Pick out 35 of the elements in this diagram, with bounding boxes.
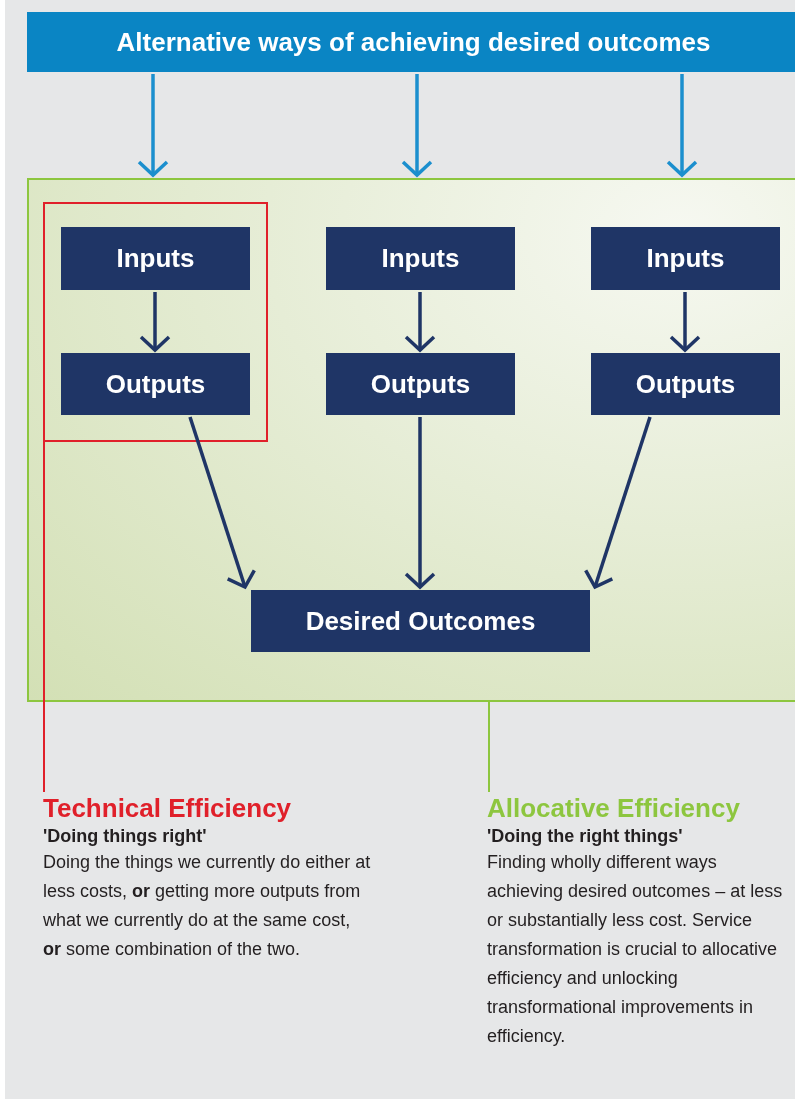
arrow [137,74,169,177]
box-label: Outputs [370,368,471,400]
arrow [404,292,436,352]
arrow [583,416,652,589]
leader-line [488,701,490,793]
process-box [61,227,250,290]
subheading: 'Doing things right' [43,825,208,848]
process-box [61,353,250,415]
box-label: Inputs [646,243,725,274]
arrow [139,292,171,352]
box-label: Outputs [635,368,736,400]
description: Finding wholly different ways achieving desired outcomes – at less or substantially less cost. Service transformation is crucial to allocative efficiency and unlocking transformational improvements in efficiency. [487,851,784,1048]
arrow [669,292,701,352]
heading: Technical Efficiency [43,792,293,824]
box-label: Outputs [105,368,206,400]
subheading: 'Doing the right things' [487,825,684,848]
highlight-frame [43,202,268,442]
arrow [401,74,433,177]
leader-line [43,441,45,793]
box-label: Alternative ways of achieving desired outcomes [116,26,711,58]
description: Doing the things we currently do either at less costs, or getting more outputs from what we currently do at the same cost, or some combination of the two. [43,851,372,961]
arrow [188,416,257,589]
arrow [666,74,698,177]
process-box [591,353,780,415]
box-label: Inputs [116,243,195,274]
heading: Allocative Efficiency [487,792,741,824]
process-box [326,227,515,290]
box-label: Inputs [381,243,460,274]
process-box [326,353,515,415]
box-label: Desired Outcomes [305,605,536,637]
title-banner [27,12,795,72]
panel-box [27,178,795,702]
process-box [251,590,590,652]
arrow [404,417,436,589]
process-box [591,227,780,290]
